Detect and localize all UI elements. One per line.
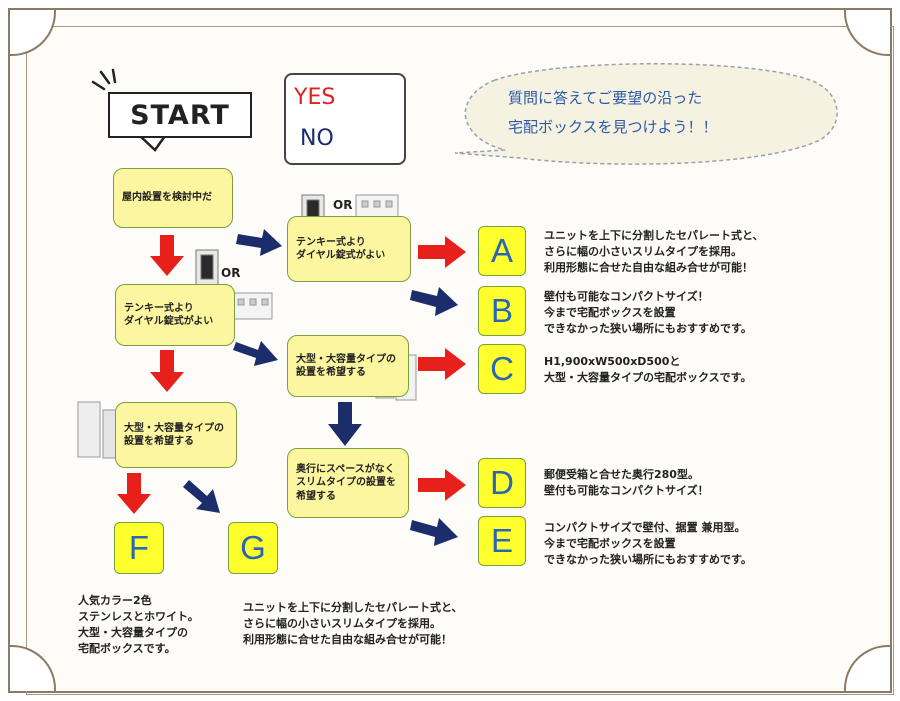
start-label: START <box>108 92 252 138</box>
bubble-line: 宅配ボックスを見つけよう！！ <box>508 117 718 136</box>
question-text: 奥行にスペースがなく スリムタイプの設置を 希望する <box>296 463 396 502</box>
no-arrow-icon <box>233 341 278 366</box>
answer-b-description: 壁付も可能なコンパクトサイズ！ 今まで宅配ボックスを設置 できなかった狭い場所に… <box>544 290 752 335</box>
question-keypad-top: テンキー式より ダイヤル錠式がよい <box>287 216 411 282</box>
question-keypad-left: テンキー式より ダイヤル錠式がよい <box>115 284 235 346</box>
answer-g-description: ユニットを上下に分割したセパレート式と、 さらに幅の小さいスリムタイプを採用。 … <box>243 601 463 646</box>
or-label: OR <box>333 198 353 212</box>
no-arrow-icon <box>410 287 458 316</box>
start-box-tail <box>139 135 167 152</box>
yes-arrow-icon <box>150 235 184 276</box>
answer-d: D <box>478 458 526 508</box>
no-arrow-icon <box>410 518 458 546</box>
question-text: 大型・大容量タイプの 設置を希望する <box>296 353 396 379</box>
question-text: テンキー式より ダイヤル錠式がよい <box>124 302 214 328</box>
no-arrow-icon <box>183 480 220 513</box>
question-large-left: 大型・大容量タイプの 設置を希望する <box>115 402 237 468</box>
yes-arrow-icon <box>418 236 466 268</box>
yes-arrow-icon <box>117 473 151 514</box>
answer-d-description: 郵便受箱と合せた奥行280型。 壁付も可能なコンパクトサイズ！ <box>544 468 709 497</box>
yes-arrow-icon <box>418 469 466 501</box>
answer-c-description: H1,900xW500xD500と 大型・大容量タイプの宅配ボックスです。 <box>544 355 752 384</box>
answer-a: A <box>478 226 526 276</box>
legend: YES NO <box>284 73 406 165</box>
no-arrow-icon <box>236 229 282 256</box>
inner-border <box>26 26 894 695</box>
bubble-line: 質問に答えてご要望の沿った <box>508 89 703 107</box>
speech-bubble <box>454 63 838 165</box>
answer-c: C <box>478 344 526 394</box>
answer-e: E <box>478 516 526 566</box>
question-slim: 奥行にスペースがなく スリムタイプの設置を 希望する <box>287 448 409 518</box>
answer-f-description: 人気カラー2色 ステンレスとホワイト。 大型・大容量タイプの 宅配ボックスです。 <box>78 594 199 655</box>
answer-g: G <box>228 522 278 574</box>
question-indoor: 屋内設置を検討中だ <box>113 168 233 228</box>
dial-box-icon <box>231 292 273 320</box>
answer-f: F <box>114 522 164 574</box>
keypad-box-icon <box>195 249 219 291</box>
yes-arrow-icon <box>150 350 184 392</box>
bubble-text: 質問に答えてご要望の沿った 宅配ボックスを見つけよう！！ <box>508 84 718 141</box>
no-arrow-icon <box>328 402 362 446</box>
start-burst-icon <box>91 68 117 91</box>
question-large-mid: 大型・大容量タイプの 設置を希望する <box>287 335 409 397</box>
legend-no-label: NO <box>300 126 334 151</box>
answer-b: B <box>478 286 526 336</box>
yes-arrow-icon <box>418 348 466 380</box>
question-text: 大型・大容量タイプの 設置を希望する <box>124 422 224 448</box>
question-text: 屋内設置を検討中だ <box>122 192 212 204</box>
question-text: テンキー式より ダイヤル錠式がよい <box>296 236 386 262</box>
answer-a-description: ユニットを上下に分割したセパレート式と、 さらに幅の小さいスリムタイプを採用。 … <box>544 229 764 274</box>
legend-yes-label: YES <box>294 85 336 110</box>
or-label: OR <box>221 266 241 280</box>
answer-e-description: コンパクトサイズで壁付、据置 兼用型。 今まで宅配ボックスを設置 できなかった狭… <box>544 521 752 566</box>
